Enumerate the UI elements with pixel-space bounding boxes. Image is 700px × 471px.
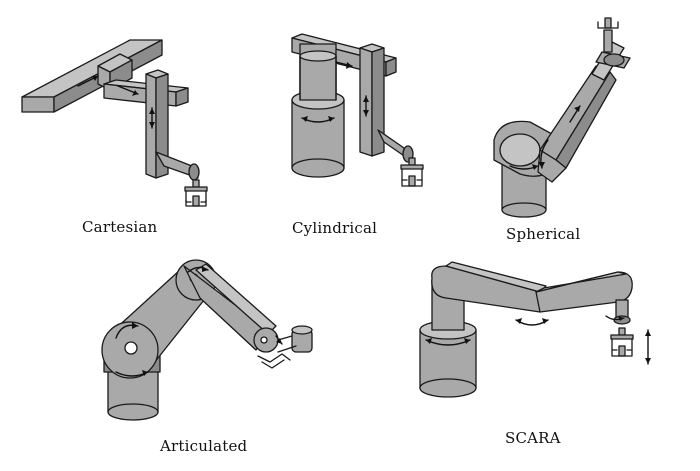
articulated-robot	[102, 260, 312, 420]
cartesian-robot	[22, 40, 207, 206]
spherical-robot	[494, 18, 630, 217]
label-cartesian: Cartesian	[82, 218, 157, 236]
scara-robot	[420, 262, 651, 397]
label-scara: SCARA	[505, 429, 561, 447]
label-cylindrical: Cylindrical	[292, 219, 377, 237]
label-spherical: Spherical	[506, 225, 580, 243]
cylindrical-robot	[292, 34, 423, 186]
label-articulated: Articulated	[160, 437, 247, 455]
